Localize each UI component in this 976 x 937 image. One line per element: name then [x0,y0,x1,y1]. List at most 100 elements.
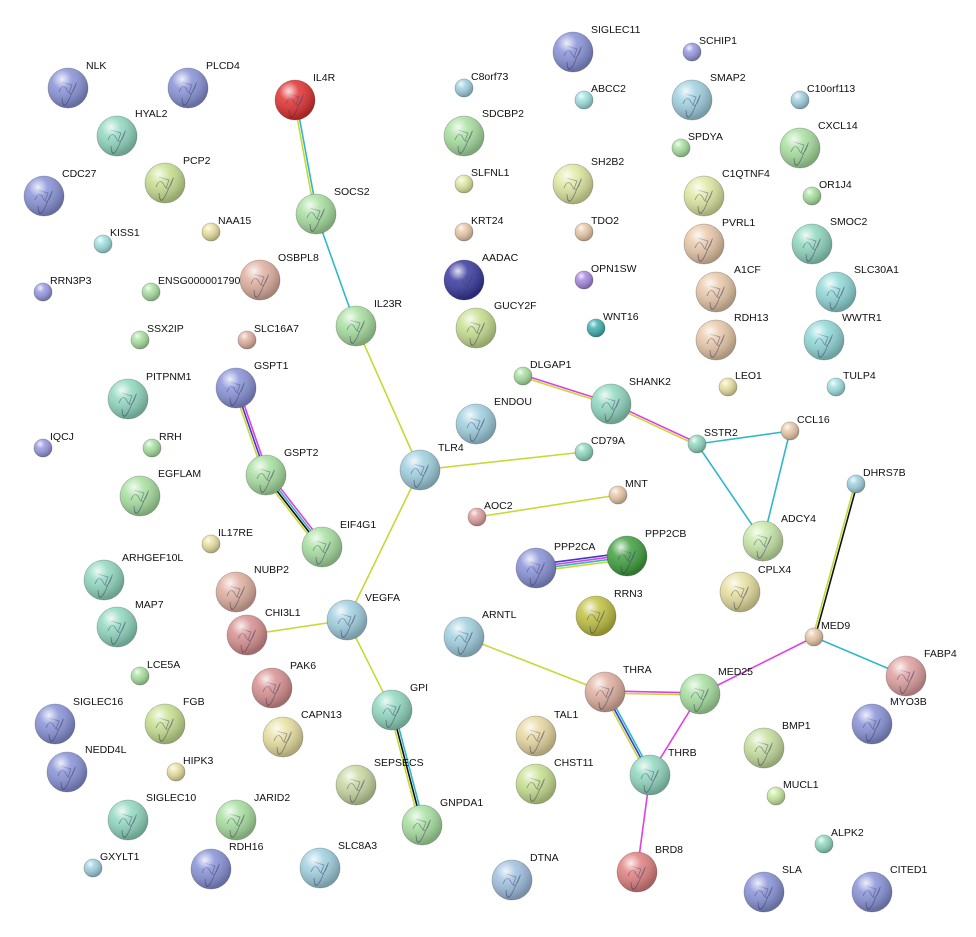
node-mnt[interactable]: MNT [608,478,648,505]
node-aoc2[interactable]: AOC2 [467,500,513,527]
node-ppp2cb[interactable]: PPP2CB [606,528,686,577]
node-dhrs7b[interactable]: DHRS7B [846,467,906,494]
node-plcd4[interactable]: PLCD4 [167,60,240,109]
node-rdh13[interactable]: RDH13 [695,312,769,361]
node-adcy4[interactable]: ADCY4 [742,513,816,562]
node-wwtr1[interactable]: WWTR1 [803,312,882,361]
node-cd79a[interactable]: CD79A [574,435,625,462]
node-spdya[interactable]: SPDYA [671,131,723,158]
node-cdc27[interactable]: CDC27 [23,168,97,217]
node-iqcj[interactable]: IQCJ [33,431,74,458]
node-tlr4[interactable]: TLR4 [399,442,464,491]
node-tal1[interactable]: TAL1 [515,709,578,757]
node-cxcl14[interactable]: CXCL14 [779,120,858,169]
node-sla[interactable]: SLA [743,864,802,913]
node-gucy2f[interactable]: GUCY2F [455,300,537,349]
node-nubp2[interactable]: NUBP2 [215,564,289,613]
node-pvrl1[interactable]: PVRL1 [683,217,755,265]
node-med25[interactable]: MED25 [679,666,753,715]
node-arntl[interactable]: ARNTL [443,609,517,658]
node-pcp2[interactable]: PCP2 [144,155,211,204]
node-myo3b[interactable]: MYO3B [851,696,927,745]
node-sh2b2[interactable]: SH2B2 [552,156,624,205]
node-rrh[interactable]: RRH [142,431,182,458]
node-smoc2[interactable]: SMOC2 [791,216,868,265]
node-gnpda1[interactable]: GNPDA1 [401,797,483,846]
node-tulp4[interactable]: TULP4 [826,370,876,397]
node-siglec16[interactable]: SIGLEC16 [34,696,123,745]
node-bmp1[interactable]: BMP1 [743,720,811,769]
node-hipk3[interactable]: HIPK3 [166,755,214,782]
node-med9[interactable]: MED9 [804,620,850,647]
node-siglec10[interactable]: SIGLEC10 [107,792,196,841]
node-endou[interactable]: ENDOU [455,396,532,445]
node-osbpl8[interactable]: OSBPL8 [239,252,319,301]
node-il17re[interactable]: IL17RE [201,527,253,554]
node-shank2[interactable]: SHANK2 [590,376,671,425]
node-slc30a1[interactable]: SLC30A1 [815,264,899,313]
node-ssx2ip[interactable]: SSX2IP [130,323,184,350]
node-kiss1[interactable]: KISS1 [93,227,140,254]
node-egflam[interactable]: EGFLAM [119,468,201,517]
node-hyal2[interactable]: HYAL2 [96,108,168,157]
node-il23r[interactable]: IL23R [335,298,402,347]
node-chi3l1[interactable]: CHI3L1 [226,607,301,656]
node-gspt1[interactable]: GSPT1 [215,360,289,409]
node-smap2[interactable]: SMAP2 [671,72,746,121]
node-or1j4[interactable]: OR1J4 [802,179,852,206]
node-alpk2[interactable]: ALPK2 [814,827,864,854]
node-dtna[interactable]: DTNA [491,852,559,901]
node-arhgef10l[interactable]: ARHGEF10L [83,552,183,601]
node-fgb[interactable]: FGB [144,696,205,745]
node-eif4g1[interactable]: EIF4G1 [301,519,376,568]
node-slc8a3[interactable]: SLC8A3 [299,840,377,889]
node-c10orf113[interactable]: C10orf113 [790,83,855,110]
node-sdcbp2[interactable]: SDCBP2 [443,108,524,157]
node-tdo2[interactable]: TDO2 [574,215,619,242]
node-c8orf73[interactable]: C8orf73 [454,71,509,98]
node-wnt16[interactable]: WNT16 [586,311,639,338]
node-vegfa[interactable]: VEGFA [326,592,400,641]
node-abcc2[interactable]: ABCC2 [574,83,626,110]
node-leo1[interactable]: LEO1 [718,370,762,397]
node-gpi[interactable]: GPI [371,682,428,731]
node-chst11[interactable]: CHST11 [515,757,594,805]
node-slfnl1[interactable]: SLFNL1 [454,167,510,194]
node-cplx4[interactable]: CPLX4 [719,564,791,613]
node-ensg00000179038[interactable]: ENSG00000179038 [141,275,252,302]
node-dlgap1[interactable]: DLGAP1 [513,359,572,386]
node-schip1[interactable]: SCHIP1 [682,35,737,62]
node-a1cf[interactable]: A1CF [695,264,761,313]
node-brd8[interactable]: BRD8 [616,844,683,893]
node-thra[interactable]: THRA [584,664,652,713]
node-siglec11[interactable]: SIGLEC11 [552,24,641,73]
node-mucl1[interactable]: MUCL1 [766,779,819,806]
node-rrn3p3[interactable]: RRN3P3 [33,275,92,302]
node-pak6[interactable]: PAK6 [251,660,316,709]
node-jarid2[interactable]: JARID2 [215,792,290,841]
node-krt24[interactable]: KRT24 [454,215,504,242]
node-thrb[interactable]: THRB [629,747,697,796]
node-pitpnm1[interactable]: PITPNM1 [107,371,192,420]
node-nedd4l[interactable]: NEDD4L [46,744,127,793]
node-slc16a7[interactable]: SLC16A7 [237,323,299,350]
node-opn1sw[interactable]: OPN1SW [574,263,637,290]
node-socs2[interactable]: SOCS2 [295,186,370,235]
node-ppp2ca[interactable]: PPP2CA [515,541,595,589]
node-nlk[interactable]: NLK [47,60,106,109]
node-ccl16[interactable]: CCL16 [780,414,830,441]
node-rrn3[interactable]: RRN3 [575,588,643,637]
node-gxylt1[interactable]: GXYLT1 [83,851,140,878]
node-naa15[interactable]: NAA15 [201,215,251,242]
node-fabp4[interactable]: FABP4 [885,648,957,697]
node-map7[interactable]: MAP7 [96,599,164,648]
node-c1qtnf4[interactable]: C1QTNF4 [683,168,770,217]
node-sepsecs[interactable]: SEPSECS [335,757,424,806]
node-il4r[interactable]: IL4R [274,72,336,121]
node-rdh16[interactable]: RDH16 [190,841,264,890]
node-capn13[interactable]: CAPN13 [262,709,342,758]
node-sstr2[interactable]: SSTR2 [687,427,738,454]
node-lce5a[interactable]: LCE5A [130,659,180,686]
node-cited1[interactable]: CITED1 [851,864,928,913]
node-aadac[interactable]: AADAC [443,252,519,301]
